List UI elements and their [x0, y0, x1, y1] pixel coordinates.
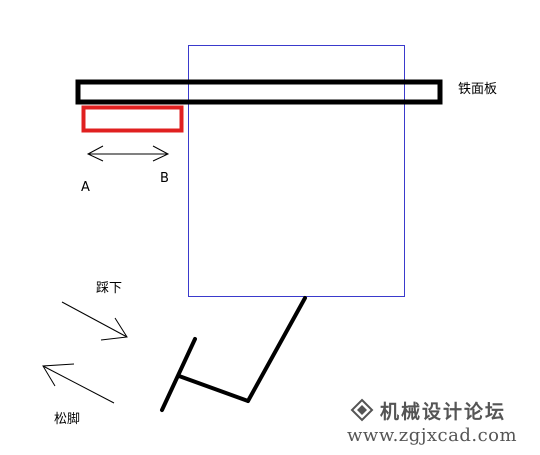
diamond-logo-icon — [350, 398, 374, 422]
label-b: B — [160, 171, 169, 186]
double-arrow-a-b — [86, 145, 170, 162]
frame-rect — [188, 45, 405, 297]
release-label: 松脚 — [54, 411, 80, 427]
press-down-label: 踩下 — [96, 281, 122, 296]
iron-plate-bar — [75, 79, 443, 105]
release-arrow — [42, 363, 115, 404]
press-down-arrow — [61, 301, 128, 341]
red-slider-block — [81, 105, 184, 133]
iron-plate-label: 铁面板 — [458, 82, 497, 97]
watermark-title: 机械设计论坛 — [380, 400, 506, 423]
watermark-url: www.zgjxcad.com — [347, 425, 517, 446]
watermark: 机械设计论坛 www.zgjxcad.com — [347, 398, 517, 446]
pedal-lever — [160, 296, 307, 412]
label-a: A — [81, 180, 90, 195]
